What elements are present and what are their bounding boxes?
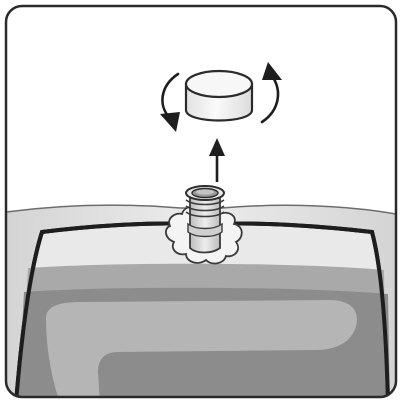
liquid-highlight <box>46 300 357 397</box>
cap-icon <box>184 69 254 122</box>
spout-thread <box>185 211 225 218</box>
frame-border <box>4 4 398 399</box>
spout-neck-band <box>187 222 223 238</box>
up-arrow-icon <box>209 138 225 182</box>
spout-icon <box>165 185 243 265</box>
spout-opening-inner <box>196 189 214 195</box>
spout-thread <box>185 205 225 212</box>
spout-thread <box>185 199 225 206</box>
bag-outline <box>14 221 390 397</box>
rotate-arrow-icon <box>160 62 282 132</box>
spout-neck <box>189 197 221 254</box>
